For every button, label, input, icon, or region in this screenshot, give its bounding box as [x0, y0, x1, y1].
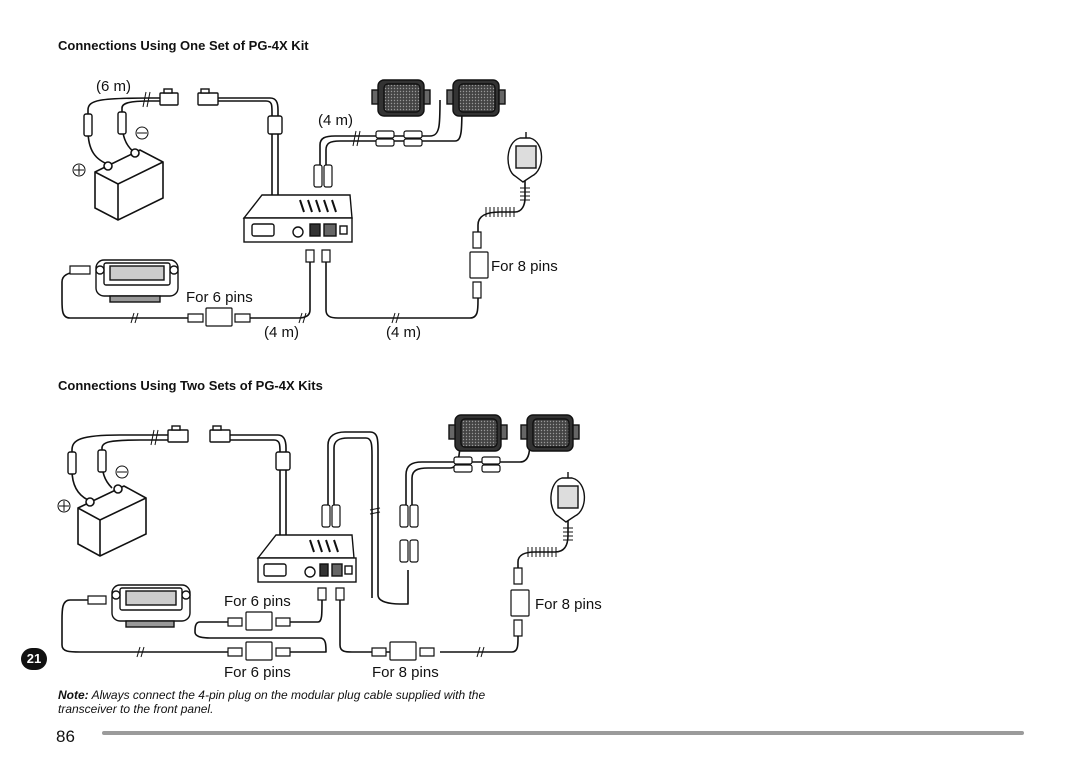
section2-coupler-8pin-right [510, 567, 530, 637]
section2-cable-breaks [136, 429, 485, 658]
section2-fuses [67, 449, 291, 475]
section1-coupler-8pin [469, 231, 489, 299]
section1-speaker-left [371, 79, 431, 117]
section2-speaker-plugs [321, 456, 501, 563]
section2-heading: Connections Using Two Sets of PG-4X Kits [58, 378, 323, 393]
section2-base-plugs [317, 587, 345, 601]
chapter-tab: 21 [21, 648, 47, 670]
note-block: Note: Always connect the 4-pin plug on t… [58, 688, 538, 716]
label-battery-cable-length: (6 m) [96, 78, 131, 95]
section2-front-panel [111, 584, 191, 628]
section1-base-plugs [305, 249, 331, 263]
section2-coupler-8pin-bottom [371, 641, 435, 661]
section1-coupler-6pin [187, 307, 251, 327]
section2-coupler-6pin-bottom [227, 641, 291, 661]
label-mic-cable-length: (4 m) [386, 324, 421, 341]
section1-cable-breaks [130, 91, 400, 324]
label-panel-cable-length: (4 m) [264, 324, 299, 341]
section2-mic-coil [527, 527, 573, 557]
section1-mic-coil [485, 187, 530, 217]
label-speaker-cable-length: (4 m) [318, 112, 353, 129]
section2-speaker-right [520, 414, 580, 452]
section2-base-unit [256, 534, 357, 583]
label-for-6-pins-top: For 6 pins [224, 593, 291, 610]
section1-microphone [507, 132, 543, 183]
section1-dc-connector [159, 88, 219, 106]
note-text: Always connect the 4-pin plug on the mod… [58, 688, 486, 716]
section2-panel-plug [87, 595, 107, 605]
section1-heading: Connections Using One Set of PG-4X Kit [58, 38, 309, 53]
section1-base-unit [242, 194, 353, 243]
section2-battery-terminal-icons [57, 465, 129, 513]
section2-microphone [550, 472, 586, 523]
label-for-8-pins-right: For 8 pins [535, 596, 602, 613]
label-for-8-pins-bottom: For 8 pins [372, 664, 439, 681]
section1-speaker-right [446, 79, 506, 117]
section1-front-panel [95, 259, 179, 303]
section2-coupler-6pin-top [227, 611, 291, 631]
label-for-8-pins: For 8 pins [491, 258, 558, 275]
section2-speaker-left [448, 414, 508, 452]
page-number: 86 [56, 727, 75, 746]
section2-battery [77, 484, 147, 557]
label-for-6-pins-bottom: For 6 pins [224, 664, 291, 681]
section2-dc-connector [167, 425, 231, 443]
section1-panel-plug [69, 265, 91, 275]
section1-battery [94, 148, 164, 221]
footer-rule [102, 731, 1024, 735]
note-label: Note: [58, 688, 89, 702]
section1-battery-terminal-icons [72, 126, 149, 177]
label-for-6-pins: For 6 pins [186, 289, 253, 306]
section1-fuses [83, 111, 283, 137]
section1-speaker-plugs [313, 130, 423, 188]
